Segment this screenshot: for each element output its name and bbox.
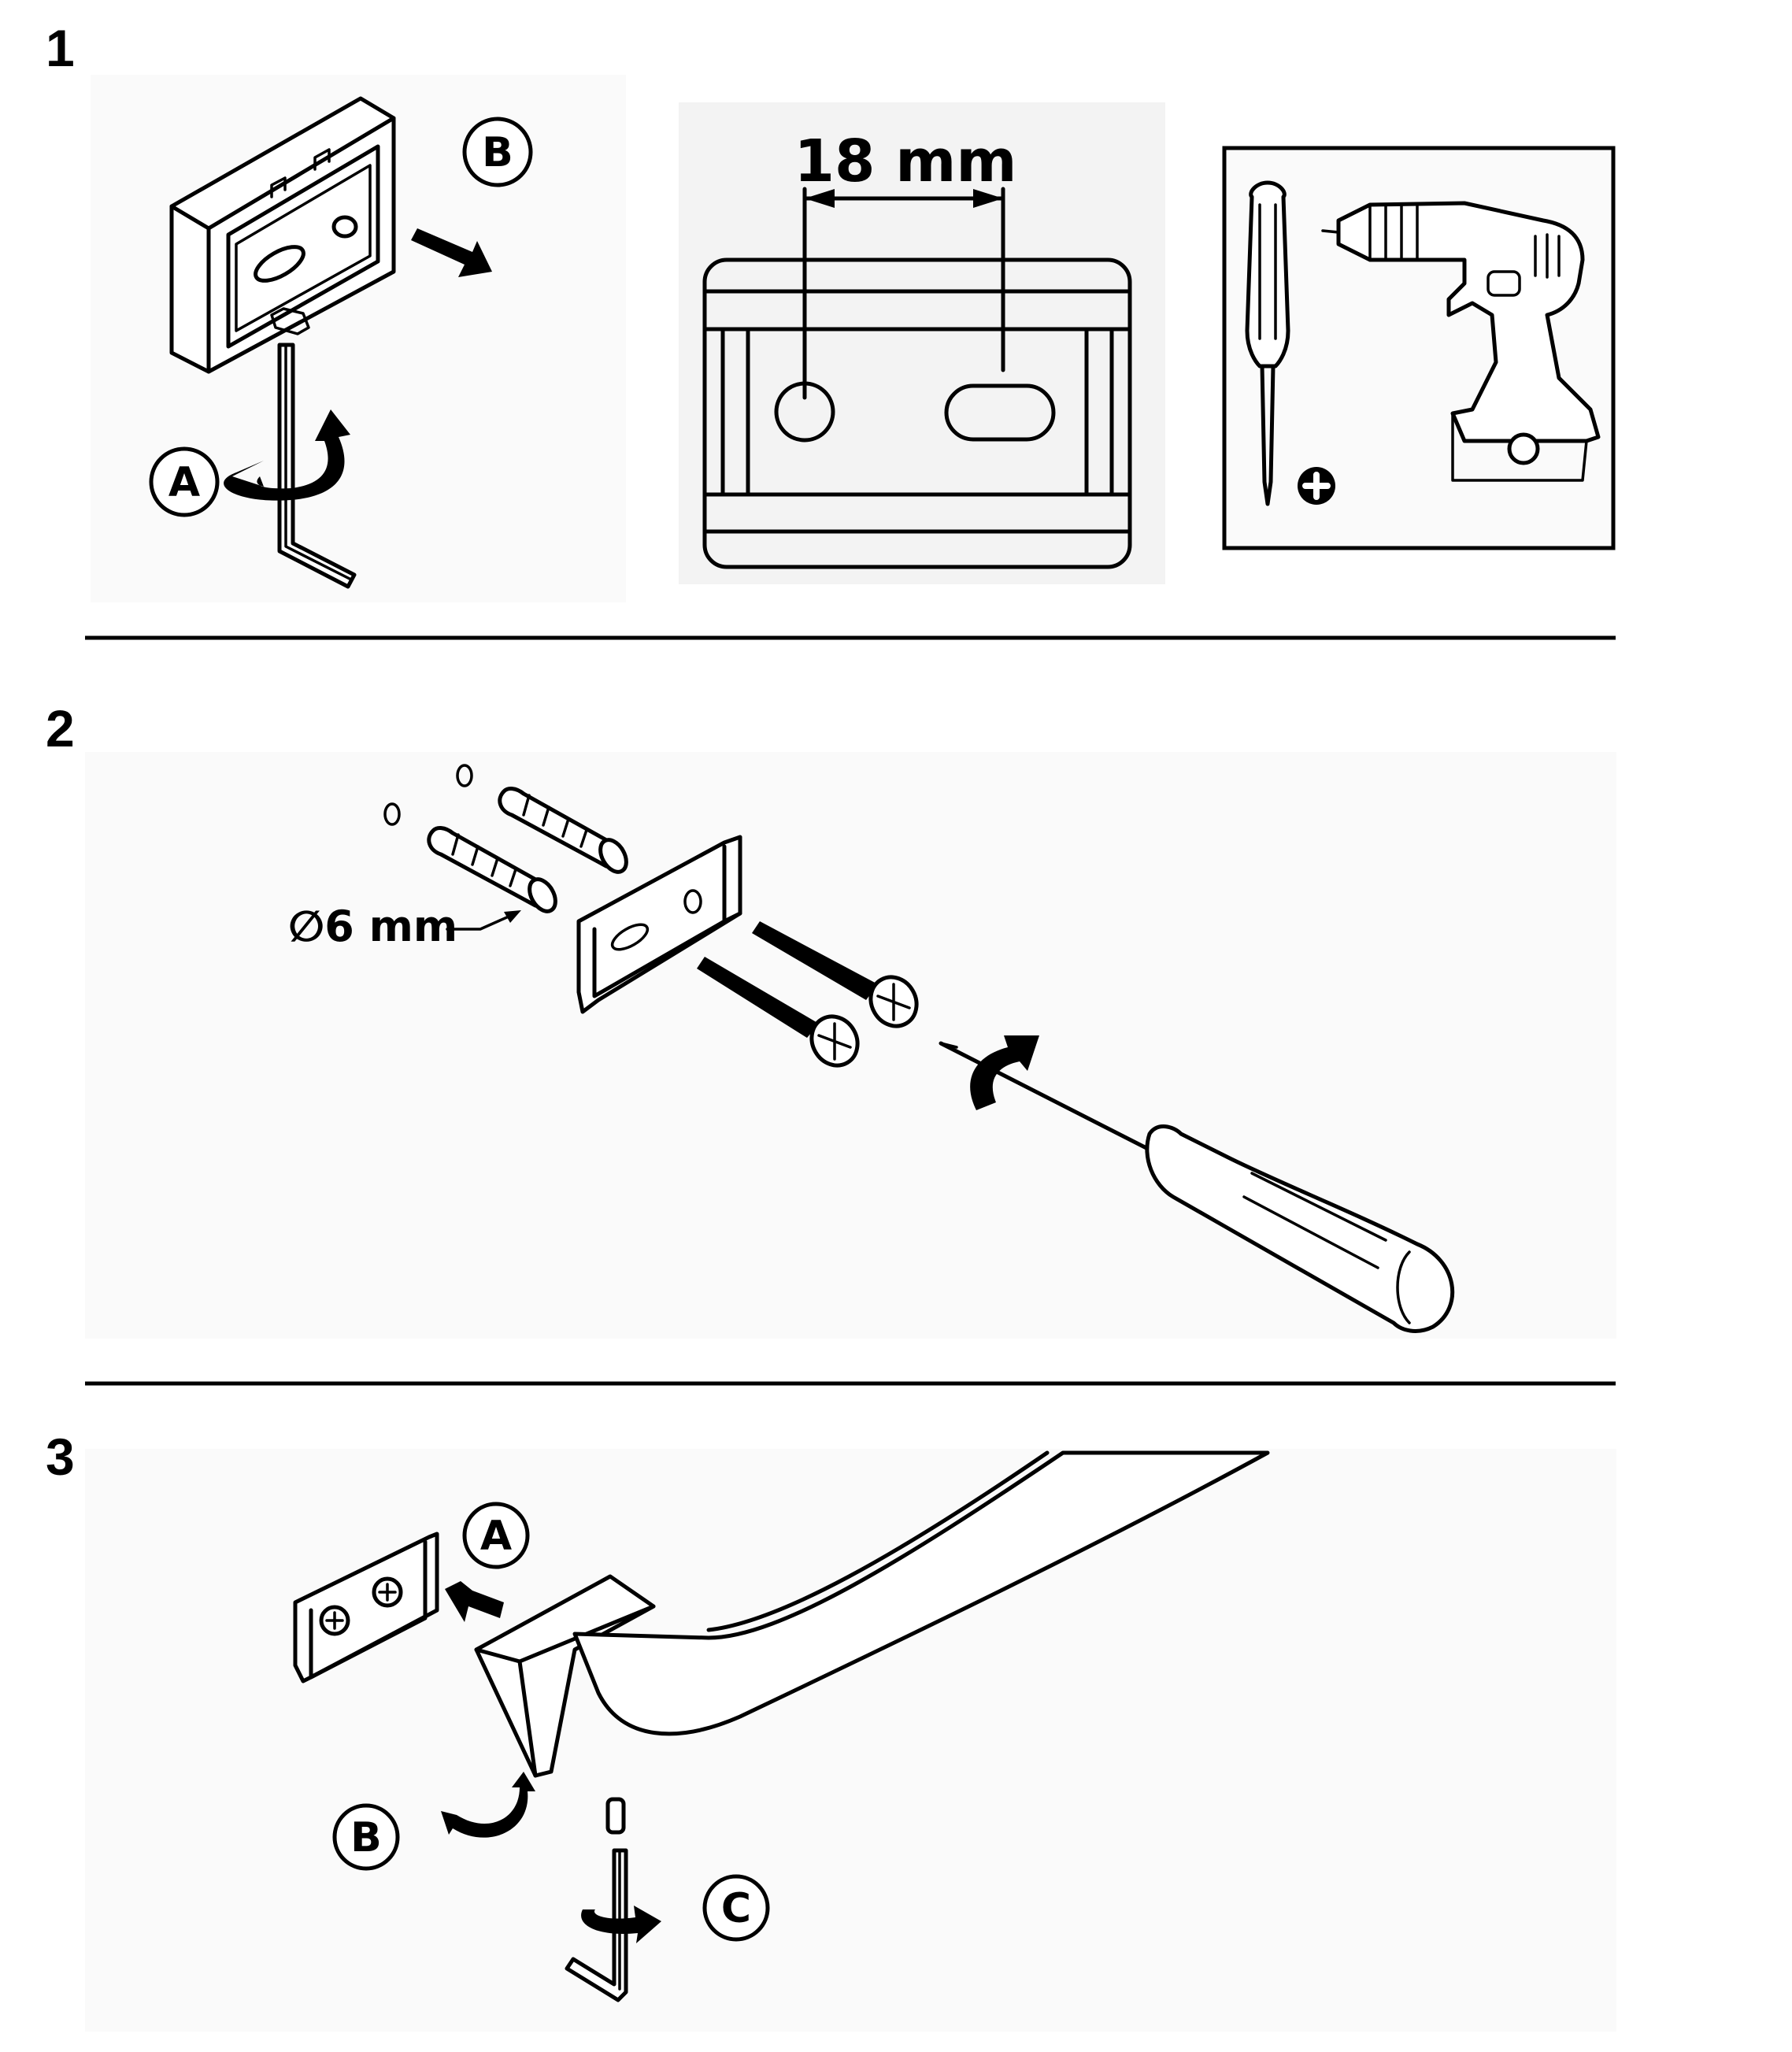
step-3-number: 3 bbox=[46, 1428, 75, 1486]
step-1-number: 1 bbox=[46, 19, 75, 77]
wall-plug-icon bbox=[427, 787, 628, 913]
step-1-callout-a-badge bbox=[149, 446, 220, 517]
step-1-callout-b: B bbox=[482, 129, 513, 176]
step-2-installation-illustration: ∅6 mm bbox=[85, 752, 1616, 1339]
screwdriver-icon bbox=[939, 1041, 1455, 1333]
phillips-plus-icon bbox=[1298, 467, 1335, 505]
step-1-tools-box bbox=[1222, 146, 1616, 550]
step-1-callout-a: A bbox=[168, 459, 200, 506]
step-1-callout-b-badge bbox=[462, 117, 533, 187]
step-3-callout-b: B bbox=[350, 1814, 382, 1861]
step-3-installation-illustration: A B C bbox=[85, 1449, 1616, 2032]
step-2-number: 2 bbox=[46, 699, 75, 757]
screw-icon bbox=[697, 921, 919, 1068]
screwdriver-icon bbox=[1245, 180, 1290, 506]
step-1-spacing-diagram: 18 mm bbox=[679, 102, 1165, 584]
step-1-dimension-label: 18 mm bbox=[794, 128, 1017, 195]
step-3-callout-c: C bbox=[721, 1885, 751, 1932]
step-1-mount-illustration: A B bbox=[91, 75, 626, 602]
drill-icon bbox=[1321, 201, 1601, 482]
step-3-callout-a: A bbox=[480, 1513, 512, 1560]
step-2-dimension-label: ∅6 mm bbox=[288, 902, 457, 951]
